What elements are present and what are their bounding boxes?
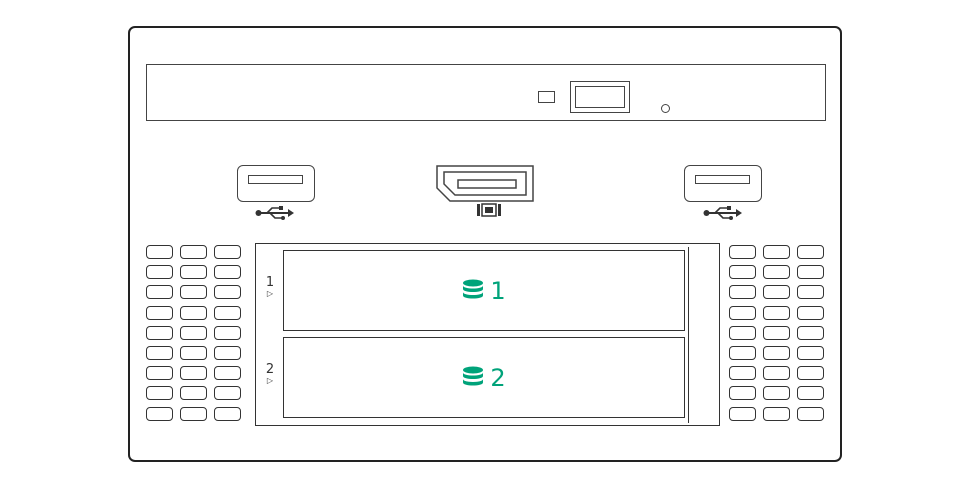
- ventilation-grille-left: [146, 245, 246, 425]
- vent-slot: [146, 305, 173, 320]
- bay-1-side-label: 1 ▷: [262, 276, 278, 299]
- manual-eject-pinhole[interactable]: [661, 104, 670, 113]
- vent-slot: [180, 305, 207, 320]
- vent-slot: [729, 406, 756, 421]
- bay-2-side-label: 2 ▷: [262, 363, 278, 386]
- usb-port-slot: [695, 175, 750, 184]
- vent-slot: [729, 386, 756, 401]
- drive-cage-latch[interactable]: [688, 247, 718, 423]
- vent-slot: [180, 406, 207, 421]
- usb-port-slot: [248, 175, 303, 184]
- vent-slot: [146, 285, 173, 300]
- drive-bay-1[interactable]: 1: [283, 250, 685, 331]
- bay-side-number: 1: [265, 275, 275, 290]
- vent-slot: [797, 325, 824, 340]
- vent-slot: [214, 305, 241, 320]
- vent-slot: [729, 346, 756, 360]
- vent-slot: [729, 325, 756, 340]
- vent-slot: [763, 245, 790, 259]
- vent-slot: [729, 305, 756, 320]
- vent-slot: [214, 325, 241, 340]
- vent-slot: [146, 406, 173, 421]
- vent-slot: [797, 305, 824, 320]
- bay-side-number: 2: [265, 362, 275, 377]
- vent-slot: [729, 285, 756, 300]
- vent-slot: [146, 346, 173, 360]
- bay-indicator-icon: ▷: [266, 289, 274, 298]
- vent-slot: [797, 245, 824, 259]
- usb-icon: [703, 206, 742, 220]
- vent-slot: [729, 245, 756, 259]
- vent-slot: [763, 366, 790, 381]
- vent-slot: [180, 346, 207, 360]
- vent-slot: [180, 325, 207, 340]
- vent-slot: [763, 325, 790, 340]
- vent-slot: [797, 346, 824, 360]
- displayport-port[interactable]: [436, 165, 534, 202]
- vent-slot: [214, 265, 241, 280]
- drive-bay-2[interactable]: 2: [283, 337, 685, 418]
- optical-drive-activity-led: [538, 91, 555, 103]
- vent-slot: [797, 265, 824, 280]
- vent-slot: [180, 265, 207, 280]
- vent-slot: [146, 386, 173, 401]
- drive-stack-icon: [463, 366, 484, 385]
- vent-slot: [763, 406, 790, 421]
- vent-slot: [763, 285, 790, 300]
- optical-drive-eject-button[interactable]: [570, 81, 630, 113]
- vent-slot: [214, 245, 241, 259]
- vent-slot: [214, 366, 241, 381]
- displayport-icon: [477, 203, 501, 217]
- bay-number: 1: [490, 276, 506, 305]
- ventilation-grille-right: [729, 245, 829, 425]
- vent-slot: [763, 305, 790, 320]
- vent-slot: [214, 386, 241, 401]
- vent-slot: [214, 406, 241, 421]
- vent-slot: [797, 285, 824, 300]
- vent-slot: [797, 386, 824, 401]
- vent-slot: [729, 265, 756, 280]
- usb-port-left[interactable]: [237, 165, 315, 202]
- vent-slot: [146, 265, 173, 280]
- vent-slot: [214, 285, 241, 300]
- vent-slot: [797, 406, 824, 421]
- vent-slot: [180, 366, 207, 381]
- usb-icon: [255, 206, 294, 220]
- vent-slot: [146, 366, 173, 381]
- usb-port-right[interactable]: [684, 165, 762, 202]
- bay-number: 2: [490, 363, 506, 392]
- vent-slot: [180, 245, 207, 259]
- vent-slot: [729, 366, 756, 381]
- drive-stack-icon: [463, 279, 484, 298]
- vent-slot: [763, 386, 790, 401]
- vent-slot: [763, 346, 790, 360]
- bay-indicator-icon: ▷: [266, 376, 274, 385]
- vent-slot: [214, 346, 241, 360]
- vent-slot: [180, 386, 207, 401]
- vent-slot: [146, 245, 173, 259]
- vent-slot: [797, 366, 824, 381]
- vent-slot: [146, 325, 173, 340]
- vent-slot: [180, 285, 207, 300]
- optical-drive: [146, 64, 826, 121]
- vent-slot: [763, 265, 790, 280]
